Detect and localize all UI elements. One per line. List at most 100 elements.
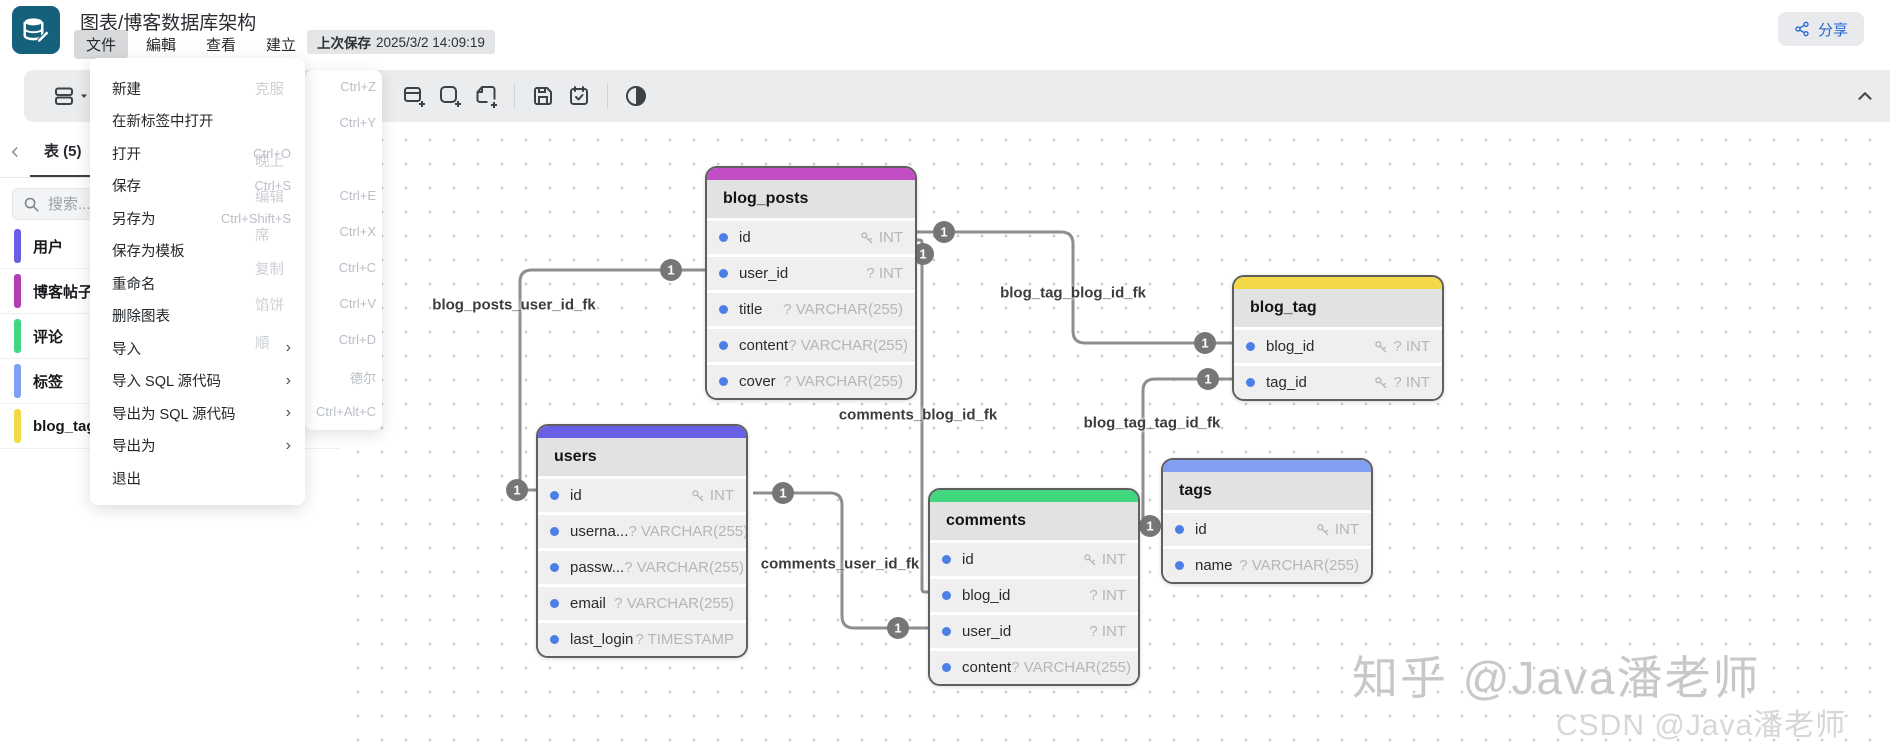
field-type-text: ? TIMESTAMP — [635, 631, 734, 648]
field-row-blog_posts-cover[interactable]: cover? VARCHAR(255) — [707, 362, 915, 398]
file-menu-item-在新标签中打开[interactable]: 在新标签中打开 — [90, 105, 305, 138]
page-title[interactable]: 图表/博客数据库架构 — [80, 13, 257, 34]
field-type: ? VARCHAR(255) — [788, 337, 908, 354]
table-color-strip — [538, 426, 746, 438]
field-row-blog_posts-user_id[interactable]: user_id? INT — [707, 254, 915, 290]
field-name: blog_id — [1266, 338, 1315, 355]
primary-key-icon — [1084, 553, 1096, 565]
theme-button[interactable] — [618, 84, 654, 108]
sidebar-item-label: 标签 — [33, 373, 64, 391]
file-menu-item-label: 导出为 — [112, 439, 156, 456]
field-row-blog_posts-content[interactable]: content? VARCHAR(255) — [707, 326, 915, 362]
sidebar-collapse-button[interactable] — [0, 145, 30, 159]
field-name: name — [1195, 557, 1233, 574]
field-row-comments-content[interactable]: content? VARCHAR(255) — [930, 648, 1138, 684]
file-menu-item-退出[interactable]: 退出 — [90, 462, 305, 495]
field-row-users-passw...[interactable]: passw...? VARCHAR(255) — [538, 548, 746, 584]
cardinality-bubble — [1194, 332, 1216, 354]
field-type-text: ? INT — [1089, 587, 1126, 604]
file-menu-item-删除图表[interactable]: 删除图表 — [90, 300, 305, 333]
file-menu-item-新建[interactable]: 新建 — [90, 72, 305, 105]
table-header-tags[interactable]: tags — [1163, 472, 1371, 510]
save-button[interactable] — [525, 84, 561, 108]
share-button[interactable]: 分享 — [1777, 12, 1864, 46]
field-type: INT — [690, 487, 734, 504]
cardinality-bubble — [660, 259, 682, 281]
menubar-item-編輯[interactable]: 編輯 — [146, 37, 177, 54]
relationship-edge-comments_blog_id_fk[interactable] — [917, 238, 928, 594]
add-area-button[interactable] — [468, 84, 504, 108]
table-header-blog_posts[interactable]: blog_posts — [707, 180, 915, 218]
menubar-item-建立[interactable]: 建立 — [266, 37, 297, 54]
field-row-blog_tag-tag_id[interactable]: tag_id? INT — [1234, 363, 1442, 399]
relationship-edge-blog_tag_blog_id_fk[interactable] — [917, 230, 1232, 345]
cardinality-value: 1 — [894, 621, 901, 636]
file-menu-item-导入[interactable]: 导入› — [90, 332, 305, 365]
field-dot-icon — [550, 599, 559, 608]
file-menu-item-导入 SQL 源代码[interactable]: 导入 SQL 源代码› — [90, 365, 305, 398]
edit-menu-shortcut: Ctrl+X — [339, 224, 376, 239]
field-type: ? VARCHAR(255) — [1239, 557, 1359, 574]
field-row-users-userna...[interactable]: userna...? VARCHAR(255) — [538, 512, 746, 548]
table-name: blog_posts — [723, 190, 809, 207]
table-header-users[interactable]: users — [538, 438, 746, 476]
field-name: title — [739, 301, 763, 318]
field-name: user_id — [962, 623, 1012, 640]
add-table-button[interactable] — [396, 84, 432, 108]
field-type: ? VARCHAR(255) — [783, 301, 903, 318]
field-row-comments-blog_id[interactable]: blog_id? INT — [930, 576, 1138, 612]
field-row-blog_tag-blog_id[interactable]: blog_id? INT — [1234, 327, 1442, 363]
field-row-blog_posts-title[interactable]: title ? VARCHAR(255) — [707, 290, 915, 326]
cardinality-bubble — [772, 482, 794, 504]
toolbar-collapse-button[interactable] — [1854, 85, 1876, 107]
field-type: ? VARCHAR(255) — [624, 559, 744, 576]
field-name: email — [570, 595, 606, 612]
file-menu-item-导出为 SQL 源代码[interactable]: 导出为 SQL 源代码› — [90, 397, 305, 430]
menu-shortcut: Ctrl+Shift+S — [220, 210, 291, 226]
last-saved-badge: 上次保存 2025/3/2 14:09:19 — [307, 30, 495, 54]
field-type: ? VARCHAR(255) — [783, 373, 903, 390]
field-type-text: ? VARCHAR(255) — [783, 373, 903, 390]
field-type-text: INT — [1101, 551, 1126, 568]
layout-dropdown-button[interactable] — [46, 84, 96, 108]
cardinality-value: 1 — [779, 486, 786, 501]
app-logo[interactable] — [12, 6, 60, 54]
table-name: blog_tag — [1250, 299, 1317, 316]
submenu-arrow-icon: › — [285, 436, 291, 454]
todo-button[interactable] — [561, 84, 597, 108]
table-header-blog_tag[interactable]: blog_tag — [1234, 289, 1442, 327]
tab-tables[interactable]: 表 (5) — [30, 126, 96, 177]
field-row-comments-user_id[interactable]: user_id? INT — [930, 612, 1138, 648]
file-menu-item-label: 导入 — [112, 341, 141, 358]
file-menu-item-保存为模板[interactable]: 保存为模板 — [90, 235, 305, 268]
table-color-strip — [930, 490, 1138, 502]
add-note-button[interactable] — [432, 84, 468, 108]
relationship-edge-comments_user_id_fk[interactable] — [753, 491, 928, 630]
file-menu-item-导出为[interactable]: 导出为 › — [90, 430, 305, 463]
field-type-text: ? VARCHAR(255) — [1239, 557, 1359, 574]
field-row-tags-name[interactable]: name ? VARCHAR(255) — [1163, 546, 1371, 582]
field-row-users-last_login[interactable]: last_login? TIMESTAMP — [538, 620, 746, 656]
relationship-label-blog_tag_blog_id_fk: blog_tag_blog_id_fk — [1000, 284, 1146, 302]
menubar-item-文件[interactable]: 文件 — [74, 30, 129, 59]
file-menu-item-重命名[interactable]: 重命名 — [90, 267, 305, 300]
menubar-item-查看[interactable]: 查看 — [206, 37, 237, 54]
table-header-comments[interactable]: comments — [930, 502, 1138, 540]
edit-menu-shortcut: Ctrl+V — [339, 296, 376, 311]
field-type-text: ? INT — [1393, 374, 1430, 391]
primary-key-icon — [1317, 523, 1329, 535]
field-row-users-email[interactable]: email? VARCHAR(255) — [538, 584, 746, 620]
field-type-text: ? VARCHAR(255) — [628, 523, 748, 540]
